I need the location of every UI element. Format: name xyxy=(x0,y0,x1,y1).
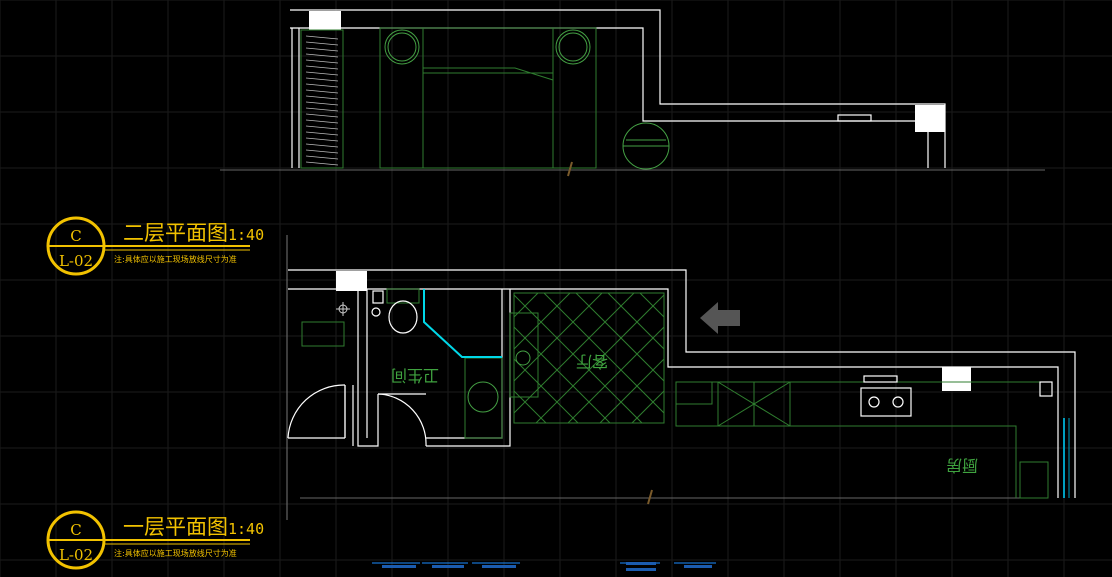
plan-title: 二层平面图 xyxy=(123,221,228,245)
room-label-kitchen: 厨房 xyxy=(946,456,978,475)
plan-note: 注:具体应以施工现场放线尺寸为准 xyxy=(114,254,237,264)
glass-partition xyxy=(423,289,502,358)
layout-tab-strip xyxy=(372,562,716,571)
direction-arrow xyxy=(700,302,740,334)
plan-title: 一层平面图 xyxy=(123,515,228,539)
stove xyxy=(860,387,912,417)
living-room-floor xyxy=(513,292,665,424)
upper-title-block: C L-02 二层平面图 1:40 注:具体应以施工现场放线尺寸为准 xyxy=(46,216,264,276)
shower xyxy=(467,381,499,413)
column xyxy=(915,105,945,132)
tile-pattern xyxy=(513,292,665,424)
tag-sheet: L-02 xyxy=(59,546,93,564)
tag-sheet: L-02 xyxy=(59,252,93,270)
toilet xyxy=(388,300,418,334)
tag-letter: C xyxy=(70,521,81,539)
lower-title-block: C L-02 一层平面图 1:40 注:具体应以施工现场放线尺寸为准 xyxy=(46,510,264,570)
plan-scale: 1:40 xyxy=(228,520,264,538)
column xyxy=(336,271,367,291)
plan-note: 注:具体应以施工现场放线尺寸为准 xyxy=(114,548,237,558)
lamp-left xyxy=(384,29,420,65)
room-label-bathroom: 卫生间 xyxy=(391,366,439,385)
bed xyxy=(422,27,554,169)
lower-floor-plan: 卫生间 客厅 厨房 xyxy=(286,235,1076,520)
upper-floor-plan xyxy=(220,9,1045,177)
plan-scale: 1:40 xyxy=(228,226,264,244)
lamp-right xyxy=(555,29,591,65)
column xyxy=(309,11,341,30)
wardrobe-hatch xyxy=(305,35,339,166)
tag-letter: C xyxy=(70,227,81,245)
room-label-living: 客厅 xyxy=(576,352,608,371)
column xyxy=(942,367,971,391)
